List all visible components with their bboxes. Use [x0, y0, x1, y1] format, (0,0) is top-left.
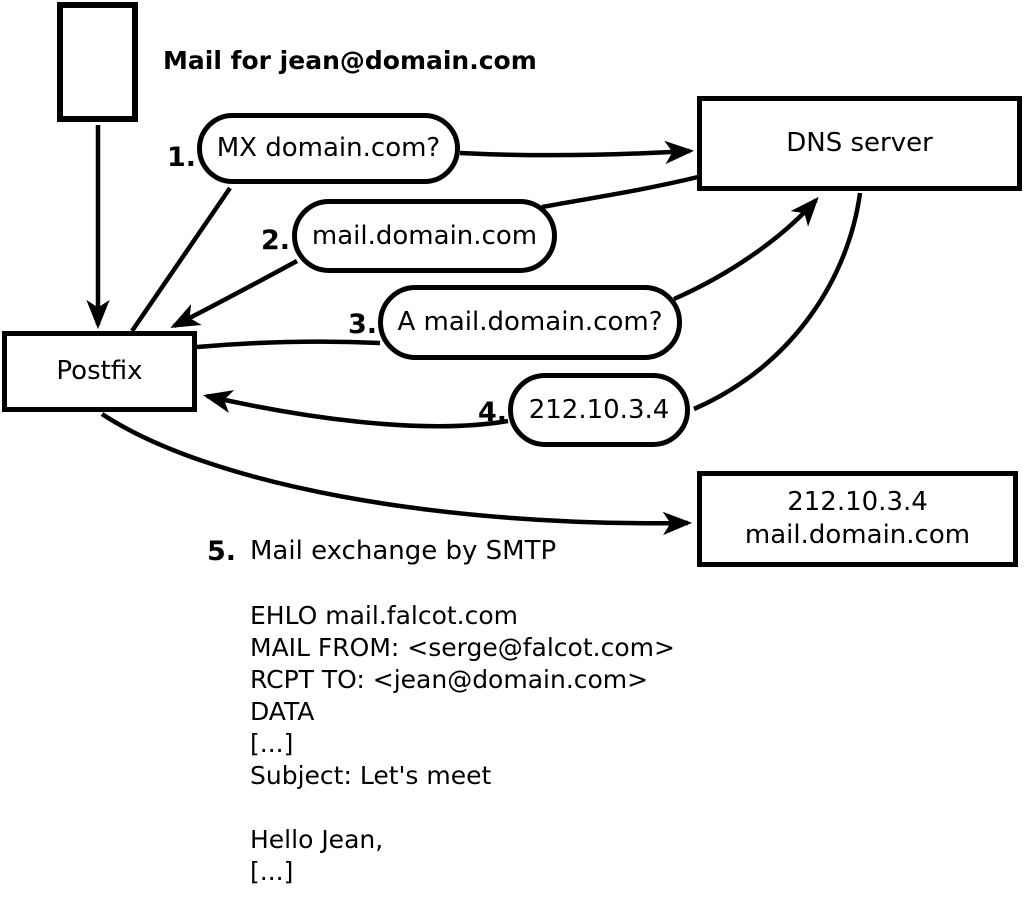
dns-server-node: DNS server [697, 96, 1022, 191]
line-dns-to-a-answer [693, 192, 863, 412]
pill-a-answer: 212.10.3.4 [508, 373, 690, 447]
mail-server-hostname: mail.domain.com [744, 520, 971, 550]
diagram-title: Mail for jean@domain.com [163, 46, 537, 75]
line-dns-to-mx-answer [541, 174, 699, 210]
step-number-4: 4. [477, 397, 507, 428]
step-5-label: Mail exchange by SMTP [250, 536, 557, 566]
arrow-a-answer-to-postfix [203, 390, 509, 429]
step-number-3: 3. [347, 309, 377, 340]
arrow-mx-answer-to-postfix [170, 259, 299, 329]
arrow-a-query-to-dns [673, 196, 819, 302]
arrow-postfix-smtp-to-mailserver [100, 412, 693, 536]
mail-server-ip: 212.10.3.4 [787, 487, 928, 517]
postfix-label: Postfix [56, 356, 143, 386]
pill-mx-query: MX domain.com? [197, 113, 460, 184]
step-number-5: 5. [206, 536, 236, 567]
postfix-node: Postfix [2, 331, 197, 412]
mail-server-node: 212.10.3.4 mail.domain.com [697, 471, 1018, 567]
pill-mx-query-label: MX domain.com? [216, 133, 441, 163]
arrow-mx-query-to-dns [459, 140, 695, 165]
pill-a-query: A mail.domain.com? [378, 285, 682, 360]
dns-server-label: DNS server [786, 128, 933, 158]
line-postfix-to-mx-query [130, 186, 232, 333]
pill-mx-answer-label: mail.domain.com [311, 220, 538, 251]
step-number-2: 2. [260, 225, 290, 256]
pill-a-query-label: A mail.domain.com? [397, 307, 663, 337]
mail-message-node [57, 2, 138, 122]
line-postfix-to-a-query [196, 339, 381, 350]
pill-mx-answer: mail.domain.com [292, 199, 557, 273]
smtp-transcript: EHLO mail.falcot.com MAIL FROM: <serge@f… [250, 601, 675, 886]
step-number-1: 1. [166, 142, 196, 173]
pill-a-answer-label: 212.10.3.4 [528, 394, 670, 425]
